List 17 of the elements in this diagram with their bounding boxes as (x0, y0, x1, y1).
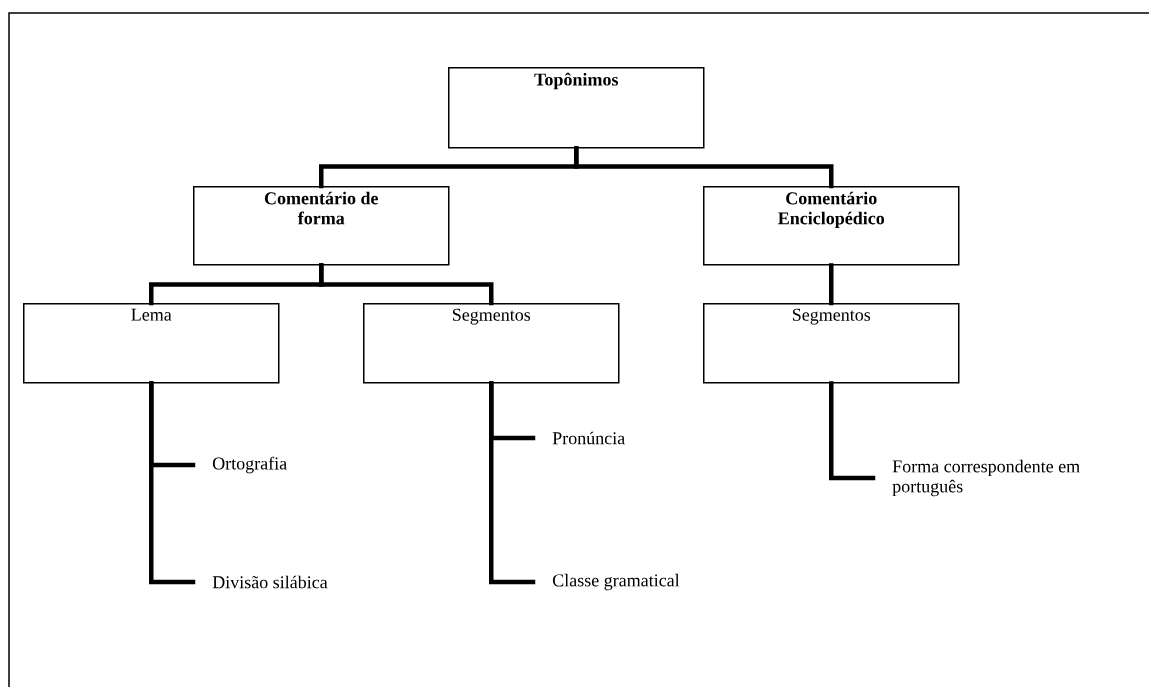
heading-box: Comentário Enciclopédico (703, 186, 960, 266)
heading-box: Topônimos (448, 67, 705, 149)
item-label: Forma correspondente em português (892, 459, 1080, 497)
connector (149, 381, 196, 585)
item-label: Divisão silábica (212, 575, 328, 589)
connector (319, 263, 494, 306)
connector (829, 381, 876, 481)
category-box: Segmentos (363, 303, 620, 384)
item-label: Classe gramatical (552, 573, 680, 591)
connector (489, 381, 536, 585)
item-label: Ortografia (212, 456, 287, 474)
category-box: Lema (23, 303, 280, 384)
connector (829, 263, 834, 306)
category-box: Segmentos (703, 303, 960, 384)
item-label: Pronúncia (552, 431, 625, 445)
connector (574, 146, 834, 189)
heading-box: Comentário de forma (193, 186, 450, 266)
